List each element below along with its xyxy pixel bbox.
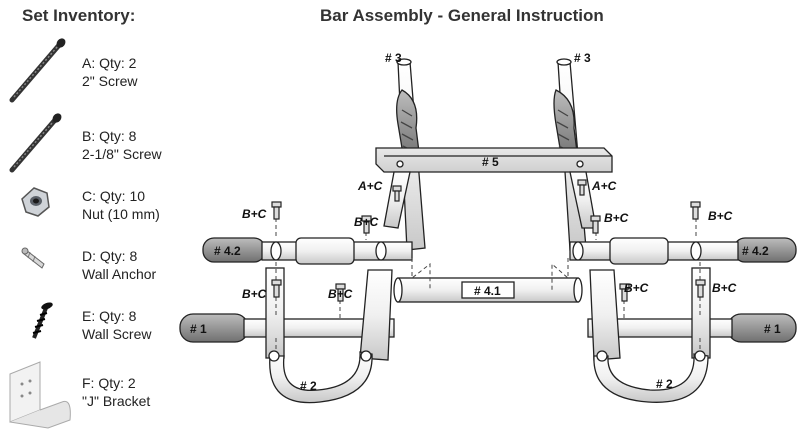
label-b-c-8: B+C	[712, 281, 737, 295]
label-a-c-right: A+C	[591, 179, 617, 193]
long-screw-icon	[9, 38, 66, 103]
label-part-4-2-left: # 4.2	[214, 244, 241, 258]
inventory-item-d-qty: D: Qty: 8	[82, 248, 138, 264]
label-b-c-2: B+C	[354, 215, 379, 229]
center-bar-part-4-1	[393, 277, 583, 303]
inventory-item-f-qty: F: Qty: 2	[82, 375, 136, 391]
inventory-item-a-qty: A: Qty: 2	[82, 55, 137, 71]
label-part-3-left: # 3	[385, 51, 402, 65]
label-part-3-right: # 3	[574, 51, 591, 65]
label-b-c-4: B+C	[708, 209, 733, 223]
left-assembly	[179, 237, 413, 404]
label-part-1-left: # 1	[190, 322, 207, 336]
inventory-item-d-name: Wall Anchor	[82, 266, 157, 282]
inventory-item-c: C: Qty: 10 Nut (10 mm)	[82, 187, 160, 223]
label-part-2-left: # 2	[300, 379, 317, 393]
inventory-item-e-name: Wall Screw	[82, 326, 152, 342]
inventory-item-b: B: Qty: 8 2-1/8" Screw	[82, 127, 162, 163]
crossbar-part-5	[375, 147, 613, 173]
inventory-title: Set Inventory:	[22, 6, 136, 25]
diagram-title: Bar Assembly - General Instruction	[320, 6, 604, 25]
inventory-item-c-name: Nut (10 mm)	[82, 206, 160, 222]
label-part-5: # 5	[482, 155, 499, 169]
label-b-c-1: B+C	[242, 207, 267, 221]
label-b-c-7: B+C	[624, 281, 649, 295]
label-part-4-1: # 4.1	[474, 284, 501, 298]
label-part-1-right: # 1	[764, 322, 781, 336]
inventory-item-e-qty: E: Qty: 8	[82, 308, 137, 324]
screw-icon	[9, 113, 62, 173]
nut-icon	[21, 187, 50, 217]
j-bracket-icon	[9, 361, 71, 429]
inventory-item-a-name: 2" Screw	[82, 73, 138, 89]
inventory-item-d: D: Qty: 8 Wall Anchor	[82, 247, 156, 283]
label-part-4-2-right: # 4.2	[742, 244, 769, 258]
label-b-c-3: B+C	[604, 211, 629, 225]
right-assembly	[569, 237, 797, 403]
wall-screw-icon	[32, 302, 53, 339]
label-part-2-right: # 2	[656, 377, 673, 391]
inventory-item-f-name: "J" Bracket	[82, 393, 151, 409]
inventory-item-b-name: 2-1/8" Screw	[82, 146, 162, 162]
inventory-item-f: F: Qty: 2 "J" Bracket	[82, 374, 150, 410]
label-b-c-6: B+C	[328, 287, 353, 301]
label-a-c-left: A+C	[357, 179, 383, 193]
wall-anchor-icon	[21, 247, 45, 269]
inventory-item-e: E: Qty: 8 Wall Screw	[82, 307, 152, 343]
bolts	[271, 179, 706, 302]
inventory-item-b-qty: B: Qty: 8	[82, 128, 137, 144]
inventory-item-a: A: Qty: 2 2" Screw	[82, 54, 138, 90]
label-b-c-5: B+C	[242, 287, 267, 301]
inventory-item-c-qty: C: Qty: 10	[82, 188, 146, 204]
